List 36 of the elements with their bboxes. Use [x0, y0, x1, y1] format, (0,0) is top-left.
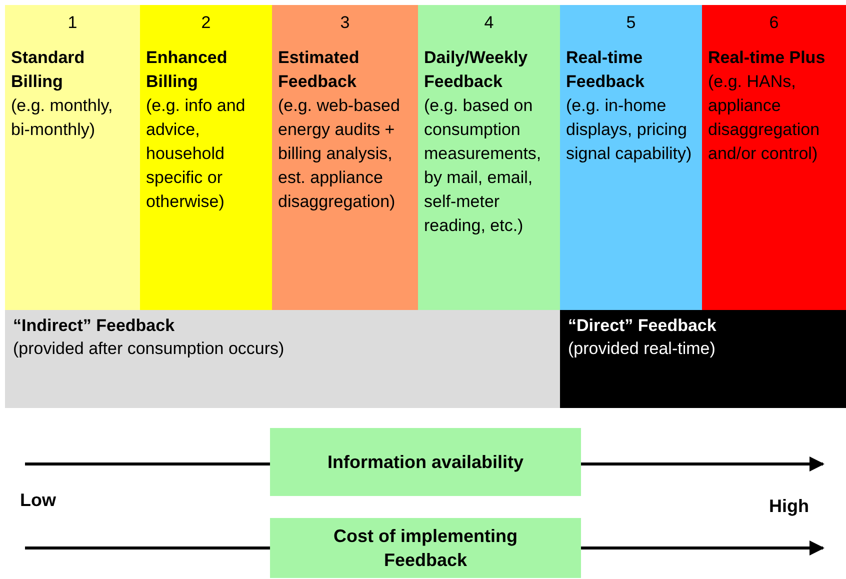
axis-label: Cost of implementing Feedback [332, 525, 518, 572]
feedback-column [272, 5, 418, 310]
scale-label: High [769, 496, 809, 517]
axis-label-box [270, 518, 581, 578]
scale-label: Low [20, 490, 56, 511]
category-band [5, 310, 560, 408]
heading: Daily/Weekly Feedback [424, 47, 529, 93]
axis-label-box [270, 428, 581, 496]
description: (e.g. HANs, appliance disaggregation and/or control) [708, 71, 821, 165]
heading: Real-time Feedback [566, 47, 646, 93]
heading: “Indirect” Feedback [13, 315, 176, 337]
category-band [560, 310, 846, 408]
description: (e.g. in-home displays, pricing signal capability) [566, 95, 693, 165]
column-number: 3 [339, 12, 351, 34]
description: (provided after consumption occurs) [13, 338, 286, 360]
description: (e.g. info and advice, household specific or otherwise) [146, 95, 246, 213]
column-number: 4 [483, 12, 495, 34]
description: (provided real-time) [568, 338, 716, 360]
description: (e.g. web-based energy audits + billing analysis, est. appliance disaggregation) [278, 95, 401, 213]
column-number: 6 [768, 12, 780, 34]
feedback-column [5, 5, 140, 310]
feedback-column [702, 5, 846, 310]
heading: Real-time Plus [708, 47, 826, 69]
feedback-column [560, 5, 702, 310]
description: (e.g. based on consumption measurements, by mail, email, self-meter reading, etc.) [424, 95, 542, 237]
feedback-column [418, 5, 560, 310]
heading: Estimated Feedback [278, 47, 360, 93]
column-number: 5 [625, 12, 637, 34]
heading: “Direct” Feedback [568, 315, 718, 337]
axis-label: Information availability [327, 451, 524, 474]
heading: Standard Billing [11, 47, 86, 93]
description: (e.g. monthly, bi-monthly) [11, 95, 114, 141]
feedback-column [140, 5, 272, 310]
heading: Enhanced Billing [146, 47, 228, 93]
column-number: 2 [200, 12, 212, 34]
column-number: 1 [66, 12, 78, 34]
